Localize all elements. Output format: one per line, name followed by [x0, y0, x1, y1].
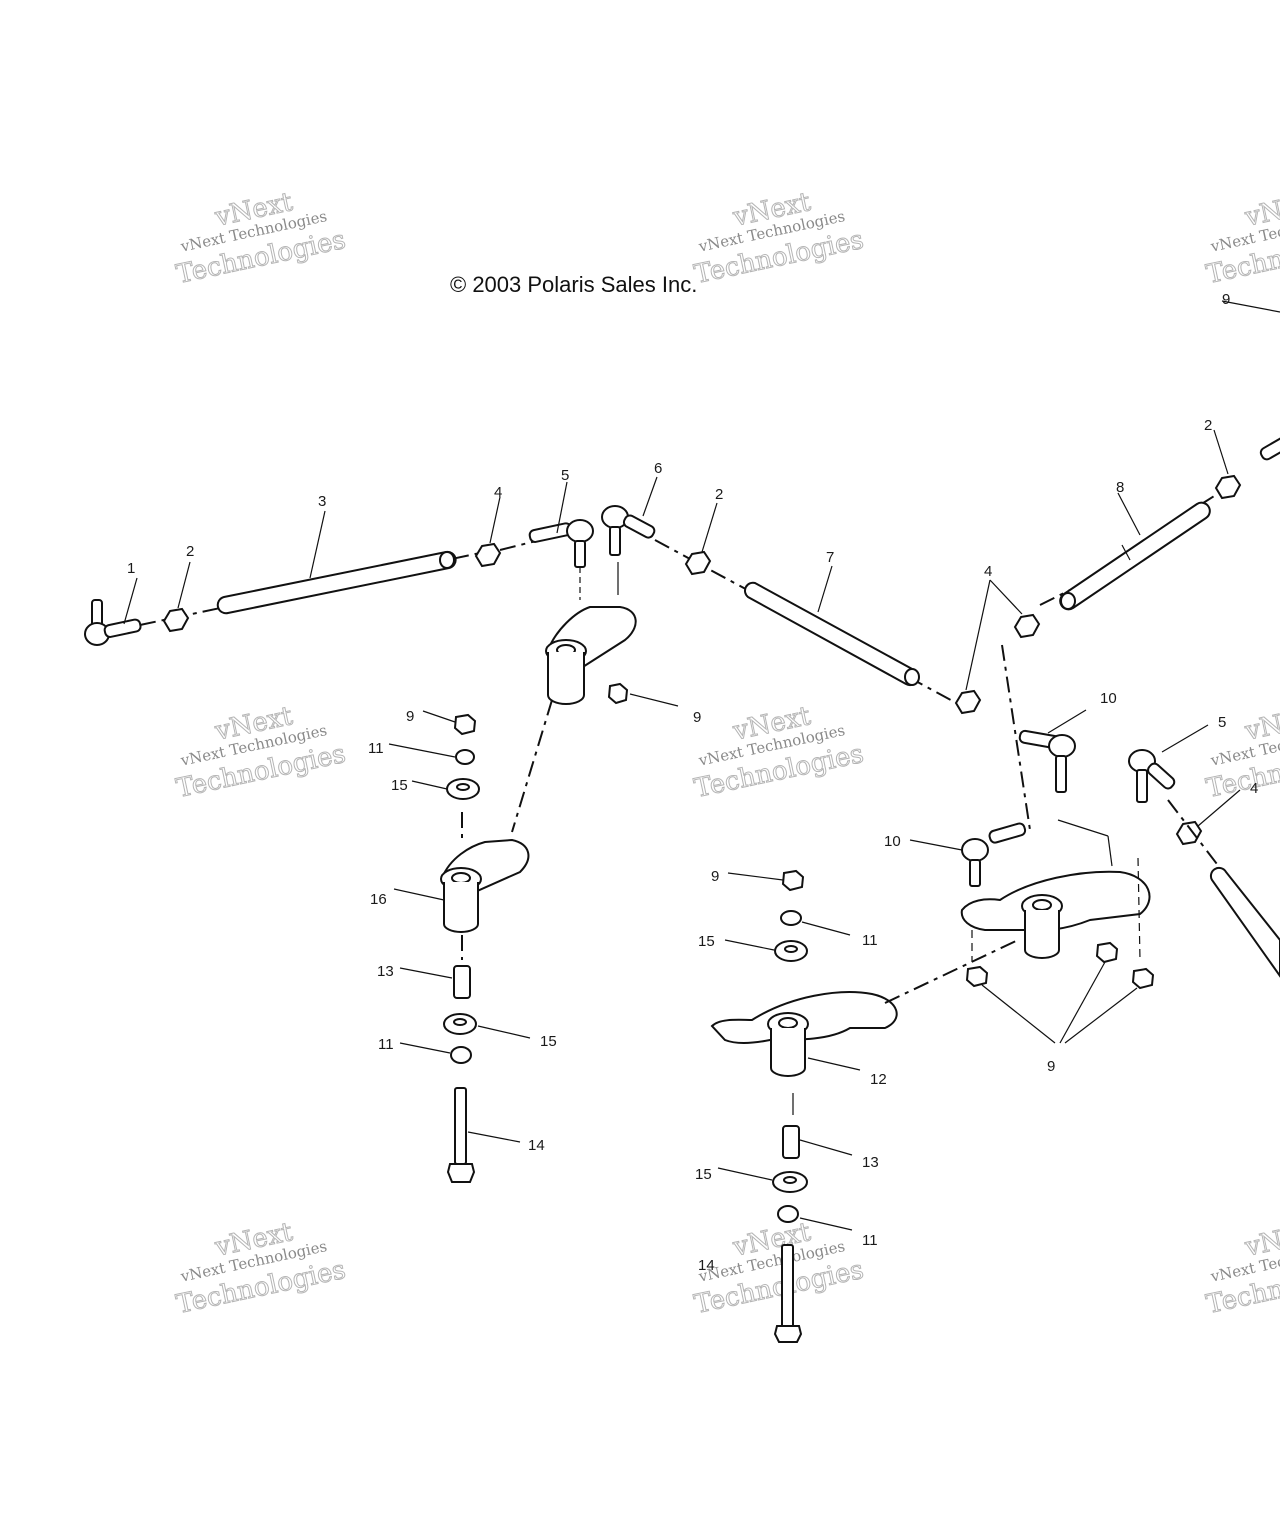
callout-label: 9	[711, 868, 719, 885]
callout-label: 10	[1100, 690, 1117, 707]
watermark: vNext vNext Technologies Technologies	[1203, 1217, 1280, 1321]
callout-label: 14	[528, 1137, 545, 1154]
callout-label: 1	[127, 560, 135, 577]
tie-rod-tube-part-7	[744, 581, 920, 687]
right-tie-rod-assembly	[909, 300, 1280, 1044]
lock-nut-part-9f	[1131, 967, 1155, 990]
jam-nut-part-4c	[1013, 613, 1041, 639]
bushing-part-11c	[780, 910, 802, 926]
bushing-part-11d	[777, 1205, 799, 1223]
left-tie-rod-assembly	[84, 505, 982, 715]
callout-label: 12	[870, 1071, 887, 1088]
jam-nut-part-2c	[1214, 474, 1242, 500]
center-idler-stack	[710, 869, 1019, 1343]
lock-nut-part-9e	[1095, 941, 1119, 964]
rod-end-part-10b	[909, 822, 1027, 887]
callout-label: 11	[368, 740, 384, 757]
callout-label: 10	[884, 833, 901, 850]
callout-label: 2	[715, 486, 723, 503]
callout-label: 15	[540, 1033, 557, 1050]
watermark: vNext vNext Technologies Technologies	[173, 701, 349, 805]
callout-label: 4	[494, 484, 502, 501]
watermark: vNext vNext Technologies Technologies	[1203, 187, 1280, 291]
callout-label: 7	[826, 549, 834, 566]
rod-end-part-6	[601, 505, 656, 595]
jam-nut-part-4d	[1175, 820, 1203, 846]
copyright-text: © 2003 Polaris Sales Inc.	[450, 272, 697, 297]
callout-label: 9	[693, 709, 701, 726]
bolt-part-14a	[454, 1087, 467, 1165]
lock-nut-part-9b	[453, 713, 477, 736]
watermark: vNext vNext Technologies Technologies	[173, 1217, 349, 1321]
ball-joint-part-1	[84, 599, 142, 646]
bolt-part-14b	[781, 1244, 794, 1328]
callout-label: 3	[318, 493, 326, 510]
bushing-part-11a	[455, 749, 475, 765]
callout-label: 5	[1218, 714, 1226, 731]
callout-label: 16	[370, 891, 387, 908]
callout-label: 11	[862, 1232, 878, 1249]
bushing-part-11b	[450, 1046, 472, 1064]
watermark: vNext vNext Technologies Technologies	[173, 187, 349, 291]
callout-label: 8	[1116, 479, 1124, 496]
callout-label: 9	[1222, 291, 1230, 308]
lock-nut-part-9c	[781, 869, 805, 892]
jam-nut-part-2b	[684, 550, 712, 576]
callout-label: 15	[695, 1166, 712, 1183]
callout-label: 13	[862, 1154, 879, 1171]
tie-rod-tube-part-3	[216, 550, 457, 615]
watermark: vNext vNext Technologies Technologies	[691, 187, 867, 291]
callout-label: 14	[698, 1257, 715, 1274]
jam-nut-part-4	[474, 542, 502, 568]
callout-label: 15	[391, 777, 408, 794]
callout-label: 15	[698, 933, 715, 950]
callout-label: 9	[1047, 1058, 1055, 1075]
callout-label: 5	[561, 467, 569, 484]
rod-end-part-5b	[1128, 724, 1209, 803]
rod-end-part-5	[528, 519, 594, 600]
callout-label: 11	[378, 1036, 394, 1053]
tie-rod-tube-part-8	[1059, 501, 1211, 611]
callout-labels: 1 2 3 4 5 6 2 7 8 2 4 9 9 11 15 16 13 11…	[127, 291, 1258, 1274]
callout-label: 9	[406, 708, 414, 725]
callout-label: 11	[862, 932, 878, 949]
jam-nut-part-4b	[954, 689, 982, 715]
callout-label: 13	[377, 963, 394, 980]
leader-lines	[123, 476, 1131, 625]
steering-arm-upper	[545, 606, 679, 707]
jam-nut-part-2	[162, 607, 190, 633]
lock-nut-part-9a	[607, 682, 629, 705]
watermark: vNext vNext Technologies Technologies	[1203, 701, 1280, 805]
watermark: vNext vNext Technologies Technologies	[691, 701, 867, 805]
callout-label: 4	[1250, 780, 1258, 797]
sleeve-part-13b	[782, 1125, 800, 1159]
rod-end-part-10a	[1018, 709, 1087, 793]
callout-label: 6	[654, 460, 662, 477]
sleeve-part-13a	[453, 965, 471, 999]
callout-label: 4	[984, 563, 992, 580]
lock-nut-part-9d	[965, 965, 989, 988]
left-idler-stack	[388, 699, 553, 1183]
callout-label: 2	[1204, 417, 1212, 434]
callout-label: 2	[186, 543, 194, 560]
